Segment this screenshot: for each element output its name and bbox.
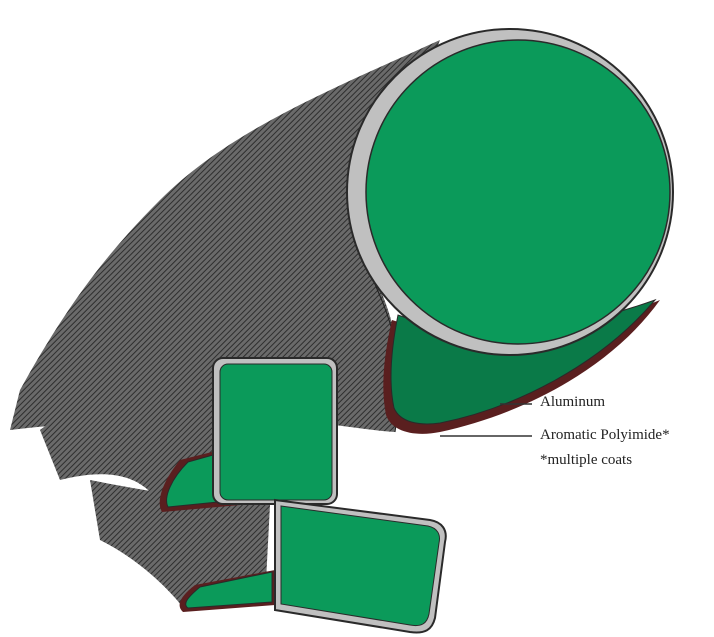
polyimide-label: Aromatic Polyimide* bbox=[540, 427, 670, 444]
round-conductor bbox=[347, 29, 673, 434]
aluminum-label: Aluminum bbox=[540, 394, 605, 411]
multiple-coats-note: *multiple coats bbox=[540, 452, 632, 469]
